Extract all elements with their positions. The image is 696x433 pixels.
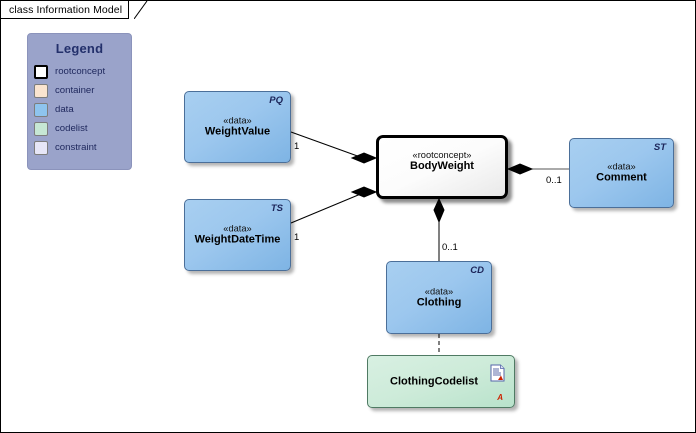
class-text-bodyweight: «rootconcept» BodyWeight: [379, 150, 505, 172]
class-name-clothing: Clothing: [416, 296, 462, 309]
connector-weightvalue-bodyweight[interactable]: [290, 131, 378, 164]
document-icon: [490, 364, 505, 382]
legend-swatch-codelist: [34, 121, 48, 136]
legend-label-rootconcept: rootconcept: [55, 66, 106, 77]
class-name-weightdatetime: WeightDateTime: [194, 233, 281, 246]
class-text-comment: «data» Comment: [570, 162, 673, 184]
legend-label-codelist: codelist: [55, 123, 88, 134]
class-box-weightvalue[interactable]: PQ «data» WeightValue: [184, 91, 291, 163]
class-text-weightdatetime: «data» WeightDateTime: [185, 224, 290, 246]
legend-label-data: data: [55, 104, 74, 115]
legend-item-codelist: codelist: [34, 119, 131, 138]
class-stereotype-weightdatetime: «data»: [223, 223, 252, 234]
legend-item-data: data: [34, 100, 131, 119]
class-typecode-weightdatetime: TS: [270, 203, 283, 214]
class-text-clothing: «data» Clothing: [387, 286, 491, 308]
multiplicity-weightdatetime: 1: [294, 232, 300, 243]
class-name-bodyweight: BodyWeight: [410, 159, 474, 172]
multiplicity-clothing: 0..1: [442, 242, 458, 253]
class-stereotype-weightvalue: «data»: [223, 115, 252, 126]
legend-swatch-data: [34, 102, 48, 117]
legend-panel: Legend rootconcept container data codeli…: [27, 33, 132, 170]
legend-item-constraint: constraint: [34, 138, 131, 157]
legend-label-container: container: [55, 85, 95, 96]
legend-title: Legend: [55, 41, 104, 56]
class-typecode-comment: ST: [653, 142, 666, 153]
class-name-comment: Comment: [596, 171, 647, 184]
class-name-clothingcodelist: ClothingCodelist: [390, 374, 478, 387]
class-box-weightdatetime[interactable]: TS «data» WeightDateTime: [184, 199, 291, 271]
legend-item-list: rootconcept container data codelist cons…: [28, 62, 131, 157]
class-stereotype-comment: «data»: [607, 161, 636, 172]
connector-weightdatetime-bodyweight[interactable]: [290, 186, 378, 224]
connector-bodyweight-comment[interactable]: [506, 163, 569, 175]
class-name-weightvalue: WeightValue: [204, 125, 271, 138]
class-typecode-weightvalue: PQ: [269, 95, 283, 106]
class-box-bodyweight[interactable]: «rootconcept» BodyWeight: [376, 135, 508, 199]
multiplicity-comment: 0..1: [546, 175, 562, 186]
class-box-comment[interactable]: ST «data» Comment: [569, 138, 674, 208]
frame-tab-body: class Information Model: [1, 1, 130, 19]
class-box-clothing[interactable]: CD «data» Clothing: [386, 261, 492, 334]
class-typecode-clothing: CD: [470, 265, 484, 276]
class-text-clothingcodelist: ClothingCodelist: [368, 375, 514, 387]
frame-tab-label: class Information Model: [9, 3, 123, 16]
class-text-weightvalue: «data» WeightValue: [185, 116, 290, 138]
codelist-marker-a: A: [497, 393, 503, 402]
legend-item-container: container: [34, 81, 131, 100]
legend-swatch-constraint: [34, 140, 48, 155]
legend-label-constraint: constraint: [55, 142, 97, 153]
class-stereotype-bodyweight: «rootconcept»: [412, 149, 472, 160]
frame-tab-slant-icon: [134, 1, 148, 19]
class-stereotype-clothing: «data»: [424, 286, 454, 297]
class-box-clothingcodelist[interactable]: ClothingCodelist A: [367, 355, 515, 408]
multiplicity-weightvalue: 1: [294, 141, 300, 152]
legend-item-rootconcept: rootconcept: [34, 62, 131, 81]
legend-swatch-rootconcept: [34, 64, 48, 79]
legend-swatch-container: [34, 83, 48, 98]
